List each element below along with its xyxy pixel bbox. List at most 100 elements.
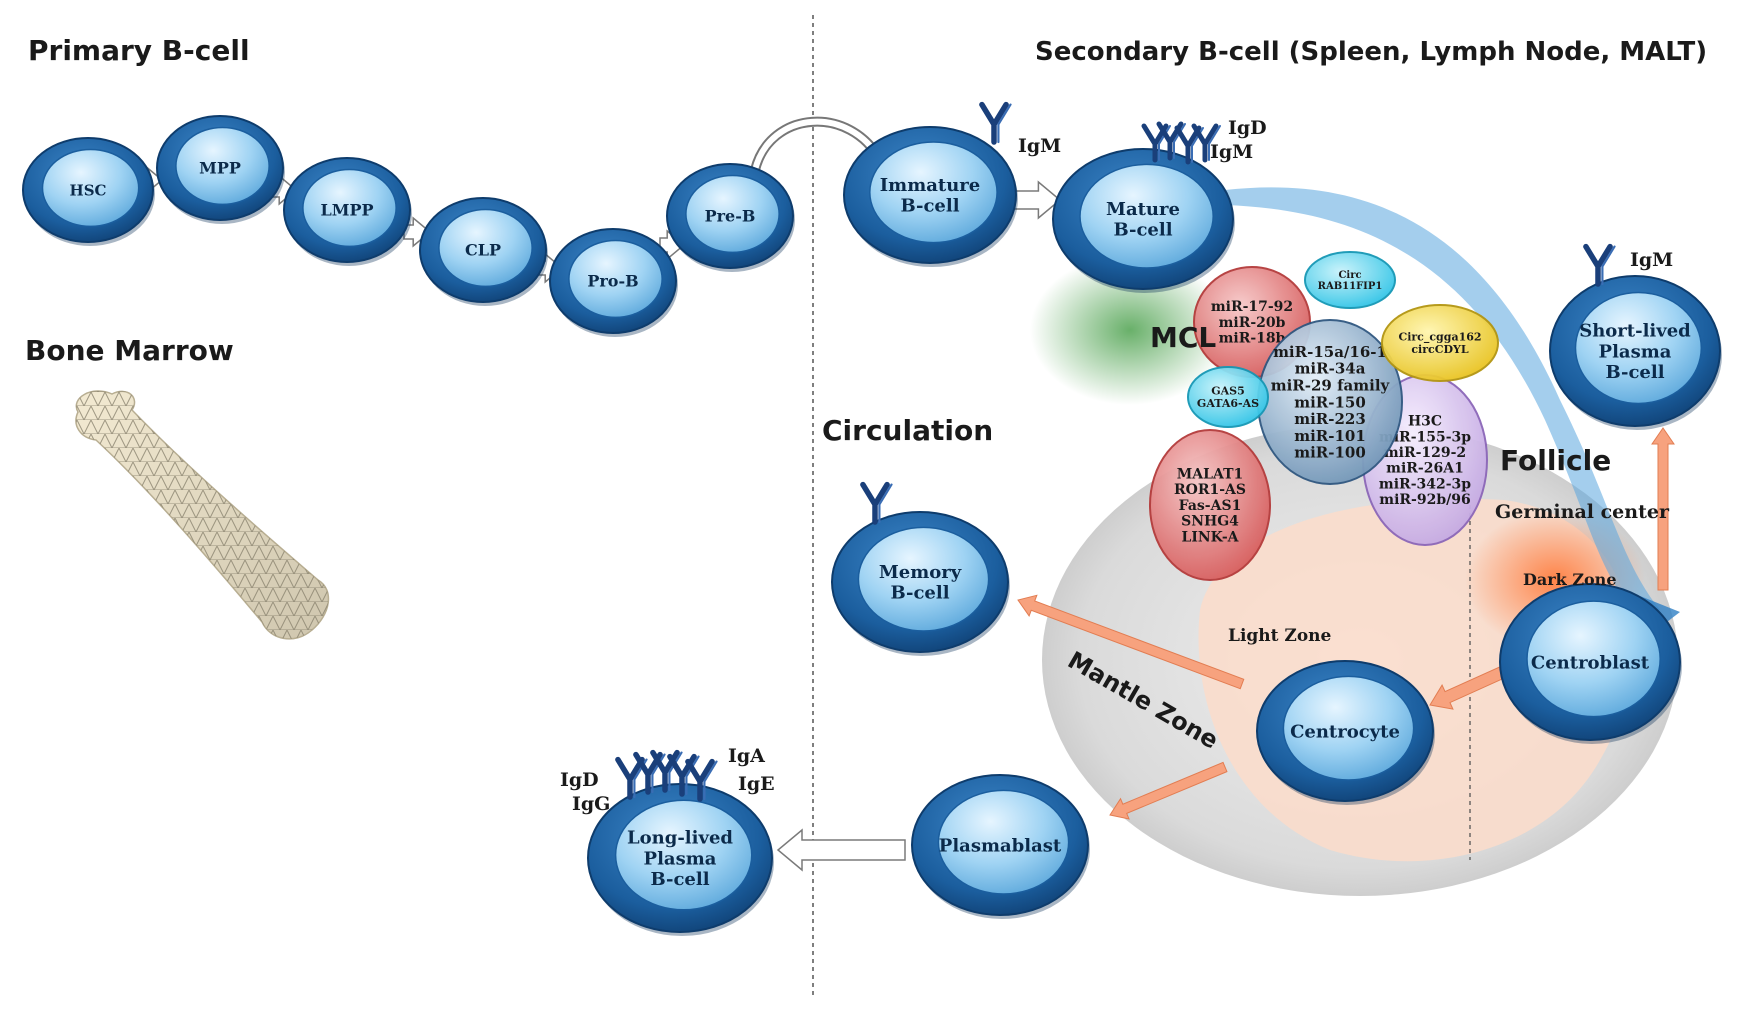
primary-heading: Primary B-cell — [28, 34, 250, 67]
cell-label: Long-lived — [627, 828, 733, 849]
rna-label: GATA6-AS — [1197, 397, 1259, 410]
rna-label: MALAT1 — [1177, 467, 1243, 483]
cell-label: Memory — [879, 562, 962, 583]
light-zone-label: Light Zone — [1228, 626, 1332, 646]
cell-clp: CLP — [419, 197, 548, 306]
rna-label: miR-223 — [1294, 410, 1366, 428]
rna-label: Circ_cgga162 — [1398, 331, 1481, 345]
dark-zone-label: Dark Zone — [1523, 570, 1617, 589]
centroblast-to-short-lived-arrow — [1651, 427, 1675, 591]
cell-label: Plasma — [1599, 341, 1672, 362]
cell-label: B-cell — [1113, 220, 1172, 241]
iga-label-long-lived: IgA — [728, 745, 765, 767]
circulation-heading: Circulation — [822, 414, 993, 447]
cell-label: Pro-B — [587, 272, 638, 291]
cell-label: Plasma — [644, 848, 717, 869]
antibody-icon — [685, 758, 718, 802]
igd-label-long-lived: IgD — [560, 769, 599, 791]
igm-label-mature: IgM — [1210, 141, 1253, 163]
immature-to-mature-arrow — [1011, 180, 1062, 220]
rna-label: Circ — [1338, 270, 1361, 281]
rna-clusters: miR-17-92miR-20bmiR-18bMALAT1ROR1-ASFas-… — [1149, 251, 1499, 581]
cell-label: LMPP — [320, 201, 373, 220]
rna-label: SNHG4 — [1181, 514, 1239, 530]
rna-label: Fas-AS1 — [1179, 498, 1242, 514]
ige-label-long-lived: IgE — [738, 773, 775, 795]
rna-label: miR-26A1 — [1386, 461, 1464, 477]
cell-label: CLP — [465, 241, 501, 260]
bone-marrow-heading: Bone Marrow — [25, 334, 234, 367]
cell-centrocyte: Centrocyte — [1256, 660, 1435, 805]
germinal-center-label: Germinal center — [1495, 501, 1670, 523]
cell-label: MPP — [199, 159, 241, 178]
rna-label: miR-15a/16-1 — [1273, 343, 1387, 361]
cell-label: B-cell — [890, 583, 949, 604]
cell-lmpp: LMPP — [283, 157, 412, 266]
rna-label: miR-92b/96 — [1379, 492, 1470, 508]
rna-label: miR-17-92 — [1211, 299, 1293, 315]
rna-label: miR-150 — [1294, 393, 1366, 411]
rna-label: miR-342-3p — [1379, 476, 1471, 492]
rna-label: miR-129-2 — [1384, 445, 1466, 461]
cell-label: B-cell — [650, 869, 709, 890]
follicle-label: Follicle — [1500, 444, 1611, 477]
cell-label: B-cell — [900, 196, 959, 217]
cell-label: Centroblast — [1531, 652, 1650, 673]
cell-label: Short-lived — [1579, 321, 1691, 342]
rna-label: circCDYL — [1411, 343, 1469, 356]
igg-label-long-lived: IgG — [572, 793, 610, 815]
rna-label: GAS5 — [1211, 385, 1245, 398]
bone-illustration — [75, 390, 330, 640]
cell-label: HSC — [70, 181, 107, 199]
cell-label: Immature — [880, 175, 981, 196]
maturation-arrow — [1225, 187, 1660, 616]
cell-label: B-cell — [1605, 362, 1664, 383]
mcl-glow — [1030, 255, 1230, 405]
centrocyte-to-plasmablast-arrow — [1109, 761, 1228, 820]
cell-mpp: MPP — [156, 115, 285, 224]
rna-label: miR-155-3p — [1379, 429, 1471, 445]
cell-pre-b: Pre-B — [666, 163, 795, 272]
rna-label: ROR1-AS — [1174, 482, 1246, 498]
plasmablast-to-long-lived-arrow — [776, 828, 906, 872]
cell-label: Pre-B — [705, 207, 756, 226]
cell-plasmablast: Plasmablast — [911, 774, 1090, 919]
cell-label: Plasmablast — [939, 835, 1062, 856]
rna-label: LINK-A — [1181, 529, 1239, 545]
secondary-heading: Secondary B-cell (Spleen, Lymph Node, MA… — [1035, 37, 1707, 67]
cell-centroblast: Centroblast — [1499, 583, 1682, 744]
rna-label: miR-29 family — [1271, 376, 1391, 394]
centroblast-to-centrocyte-arrow — [1429, 661, 1516, 710]
antibody-icon — [979, 101, 1012, 145]
rna-label: RAB11FIP1 — [1318, 281, 1383, 292]
rna-label: miR-101 — [1294, 427, 1366, 445]
rna-label: H3C — [1408, 414, 1442, 430]
antibody-icon — [1583, 243, 1616, 287]
rna-label: miR-34a — [1295, 360, 1366, 378]
mcl-label: MCL — [1150, 321, 1216, 354]
cell-label: Mature — [1106, 199, 1180, 220]
antibody-icon — [860, 481, 893, 525]
cell-label: Centrocyte — [1290, 721, 1400, 742]
igm-label-short-lived: IgM — [1630, 249, 1673, 271]
cell-pro-b: Pro-B — [549, 228, 678, 337]
rna-label: miR-18b — [1219, 331, 1286, 347]
igm-label-immature: IgM — [1018, 135, 1061, 157]
cell-hsc: HSC — [22, 137, 155, 246]
rna-label: miR-100 — [1294, 444, 1366, 462]
antibody-icon — [1191, 123, 1221, 163]
rna-label: miR-20b — [1219, 315, 1286, 331]
